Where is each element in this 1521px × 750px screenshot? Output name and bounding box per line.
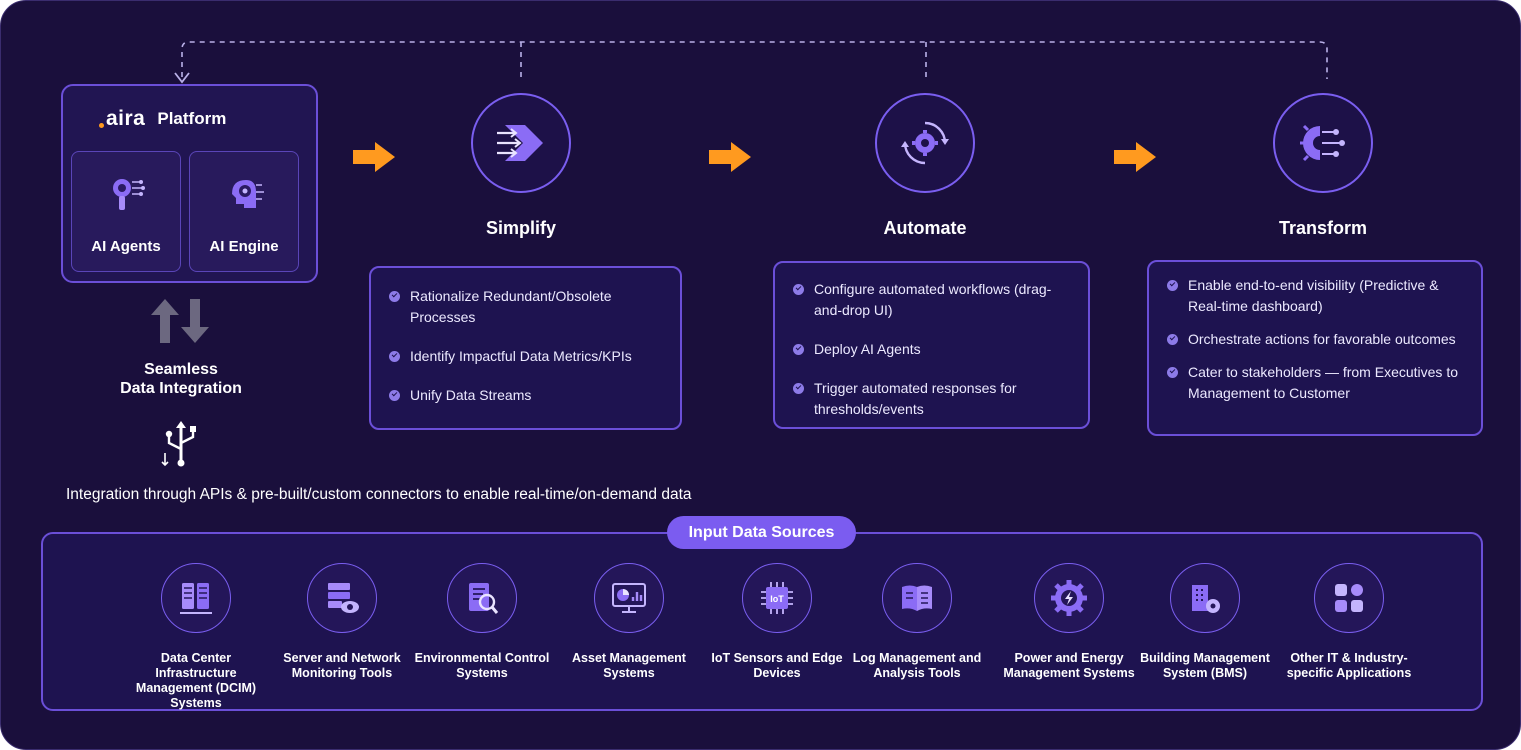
- flow-arrow-icon-3: [1114, 142, 1156, 172]
- source-circle: [594, 563, 664, 633]
- simplify-bullet-1: Rationalize Redundant/Obsolete Processes: [389, 286, 666, 328]
- simplify-icon: [497, 125, 543, 161]
- source-label: Environmental Control Systems: [414, 651, 550, 680]
- source-label: Building Management System (BMS): [1140, 651, 1270, 680]
- document-search-icon: [469, 583, 499, 614]
- source-item-monitoring: Server and Network Monitoring Tools: [267, 563, 417, 681]
- sync-arrows-icon: [151, 299, 209, 343]
- source-label: Asset Management Systems: [572, 651, 686, 680]
- log-book-icon: [902, 585, 932, 611]
- source-label: IoT Sensors and Edge Devices: [711, 651, 843, 680]
- ai-engine-label: AI Engine: [209, 238, 279, 255]
- automate-bullet-1: Configure automated workflows (drag-and-…: [793, 279, 1074, 321]
- transform-bullet-1: Enable end-to-end visibility (Predictive…: [1167, 275, 1467, 317]
- ai-engine-card: AI Engine: [189, 151, 299, 272]
- source-circle: [161, 563, 231, 633]
- source-item-dcim: Data Center Infrastructure Management (D…: [121, 563, 271, 711]
- simplify-title: Simplify: [485, 218, 556, 238]
- power-gear-icon: [1051, 580, 1087, 616]
- simplify-bullet-3: Unify Data Streams: [389, 385, 666, 406]
- source-circle: [1034, 563, 1104, 633]
- source-circle: [1170, 563, 1240, 633]
- platform-title: Platform: [157, 109, 227, 128]
- check-icon: [1167, 334, 1178, 345]
- flow-arrow-icon-1: [353, 142, 395, 172]
- apps-grid-icon: [1335, 584, 1363, 612]
- server-eye-icon: [328, 583, 359, 613]
- building-gear-icon: [1192, 585, 1220, 613]
- source-label: Power and Energy Management Systems: [1003, 651, 1135, 680]
- check-icon: [389, 390, 400, 401]
- automate-title: Automate: [883, 218, 967, 238]
- seamless-line-2: Data Integration: [120, 380, 242, 397]
- ai-agents-card: AI Agents: [71, 151, 181, 272]
- simplify-circle: [471, 93, 571, 193]
- aira-logo: aira: [99, 107, 145, 131]
- source-item-bms: Building Management System (BMS): [1130, 563, 1280, 681]
- source-circle: [882, 563, 952, 633]
- source-item-environmental: Environmental Control Systems: [407, 563, 557, 681]
- input-sources-label: Input Data Sources: [667, 516, 856, 549]
- source-label: Data Center Infrastructure Management (D…: [135, 651, 257, 710]
- ai-agents-icon: [113, 179, 145, 210]
- dashboard-monitor-icon: [612, 583, 646, 613]
- check-icon: [1167, 367, 1178, 378]
- logo-dot-icon: [99, 122, 104, 128]
- server-rack-icon: [180, 583, 212, 614]
- transform-box: Enable end-to-end visibility (Predictive…: [1147, 260, 1483, 436]
- source-item-power: Power and Energy Management Systems: [994, 563, 1144, 681]
- source-label: Server and Network Monitoring Tools: [283, 651, 401, 680]
- simplify-box: Rationalize Redundant/Obsolete Processes…: [369, 266, 682, 430]
- transform-bullet-2: Orchestrate actions for favorable outcom…: [1167, 329, 1467, 350]
- source-label: Log Management and Analysis Tools: [852, 651, 982, 680]
- source-circle: [1314, 563, 1384, 633]
- source-label: Other IT & Industry-specific Application…: [1286, 651, 1412, 680]
- ai-engine-icon: [232, 180, 264, 208]
- source-item-log: Log Management and Analysis Tools: [842, 563, 992, 681]
- check-icon: [793, 344, 804, 355]
- svg-text:IoT: IoT: [770, 594, 784, 604]
- seamless-line-1: Seamless: [144, 361, 218, 378]
- iot-chip-icon: IoT: [761, 582, 793, 614]
- seamless-integration-title: Seamless Data Integration: [81, 360, 281, 398]
- transform-circle: [1273, 93, 1373, 193]
- source-item-other: Other IT & Industry-specific Application…: [1274, 563, 1424, 681]
- transform-icon: [1300, 124, 1345, 162]
- simplify-bullet-2: Identify Impactful Data Metrics/KPIs: [389, 346, 666, 367]
- check-icon: [793, 284, 804, 295]
- integration-description: Integration through APIs & pre-built/cus…: [66, 486, 692, 503]
- automate-circle: [875, 93, 975, 193]
- check-icon: [389, 351, 400, 362]
- ai-agents-label: AI Agents: [91, 238, 161, 255]
- source-circle: [307, 563, 377, 633]
- automate-bullet-2: Deploy AI Agents: [793, 339, 1074, 360]
- usb-icon: [161, 421, 196, 467]
- automate-box: Configure automated workflows (drag-and-…: [773, 261, 1090, 429]
- brand-wordmark: aira: [106, 107, 146, 130]
- platform-header: aira Platform: [99, 107, 226, 131]
- automate-icon: [901, 121, 949, 165]
- transform-title: Transform: [1278, 218, 1368, 238]
- flow-arrow-icon-2: [709, 142, 751, 172]
- source-circle: IoT: [742, 563, 812, 633]
- check-icon: [1167, 280, 1178, 291]
- transform-bullet-3: Cater to stakeholders — from Executives …: [1167, 362, 1467, 404]
- source-item-iot: IoT IoT Sensors and Edge Devices: [702, 563, 852, 681]
- check-icon: [793, 383, 804, 394]
- automate-bullet-3: Trigger automated responses for threshol…: [793, 378, 1074, 420]
- source-circle: [447, 563, 517, 633]
- check-icon: [389, 291, 400, 302]
- source-item-asset: Asset Management Systems: [554, 563, 704, 681]
